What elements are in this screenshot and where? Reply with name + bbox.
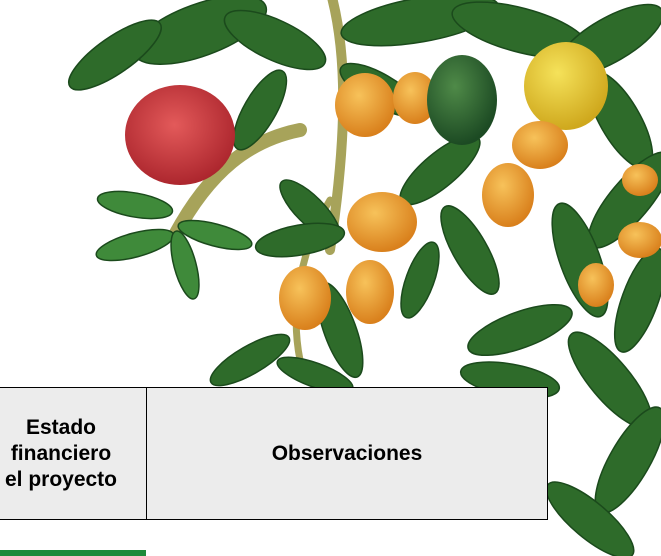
estado-line-3: el proyecto (4, 467, 118, 491)
header-row: Estado financiero el proyecto Observacio… (0, 387, 548, 520)
observaciones-header: Observaciones (146, 387, 548, 520)
estado-financiero-header: Estado financiero el proyecto (0, 387, 147, 520)
estado-financiero-label: Estado financiero el proyecto (0, 415, 134, 493)
leaf-spray (95, 190, 253, 300)
fruits (125, 42, 661, 330)
header-table: Estado financiero el proyecto Observacio… (0, 387, 548, 520)
status-green-cell (0, 550, 146, 556)
project-status-table: Estado financiero el proyecto Observacio… (0, 387, 548, 520)
estado-line-1: Estado (25, 415, 96, 439)
observaciones-label: Observaciones (271, 441, 423, 465)
estado-line-2: financiero (10, 441, 112, 465)
